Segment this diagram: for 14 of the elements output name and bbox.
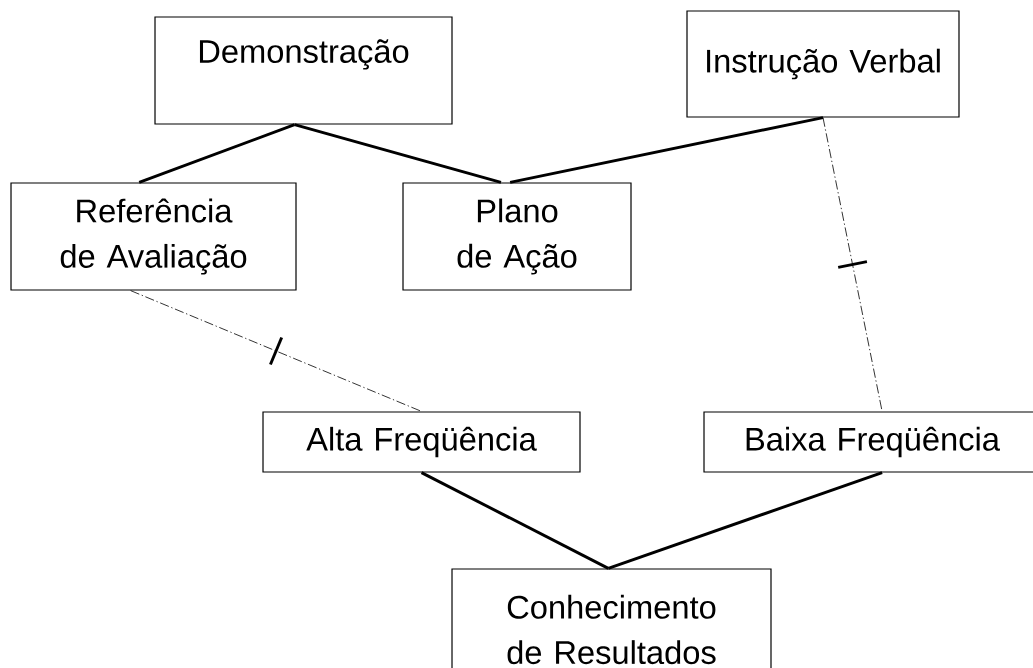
connector-line (509, 116, 824, 184)
text-box: Baixa Freqüência (703, 411, 1033, 473)
text-box: Instrução Verbal (686, 10, 960, 118)
dash-dot-line (130, 290, 422, 412)
text-box: Demonstração (154, 16, 453, 125)
text-box: Plano de Ação (402, 182, 632, 291)
connector-line (420, 471, 609, 570)
text-box: Referência de Avaliação (10, 182, 297, 291)
text-box: Alta Freqüência (262, 411, 581, 473)
dash-dot-line (822, 117, 883, 412)
connector-line (294, 123, 502, 184)
connector-line (607, 471, 883, 570)
connector-line (138, 123, 296, 184)
text-box: Conhecimento de Resultados (451, 568, 772, 668)
